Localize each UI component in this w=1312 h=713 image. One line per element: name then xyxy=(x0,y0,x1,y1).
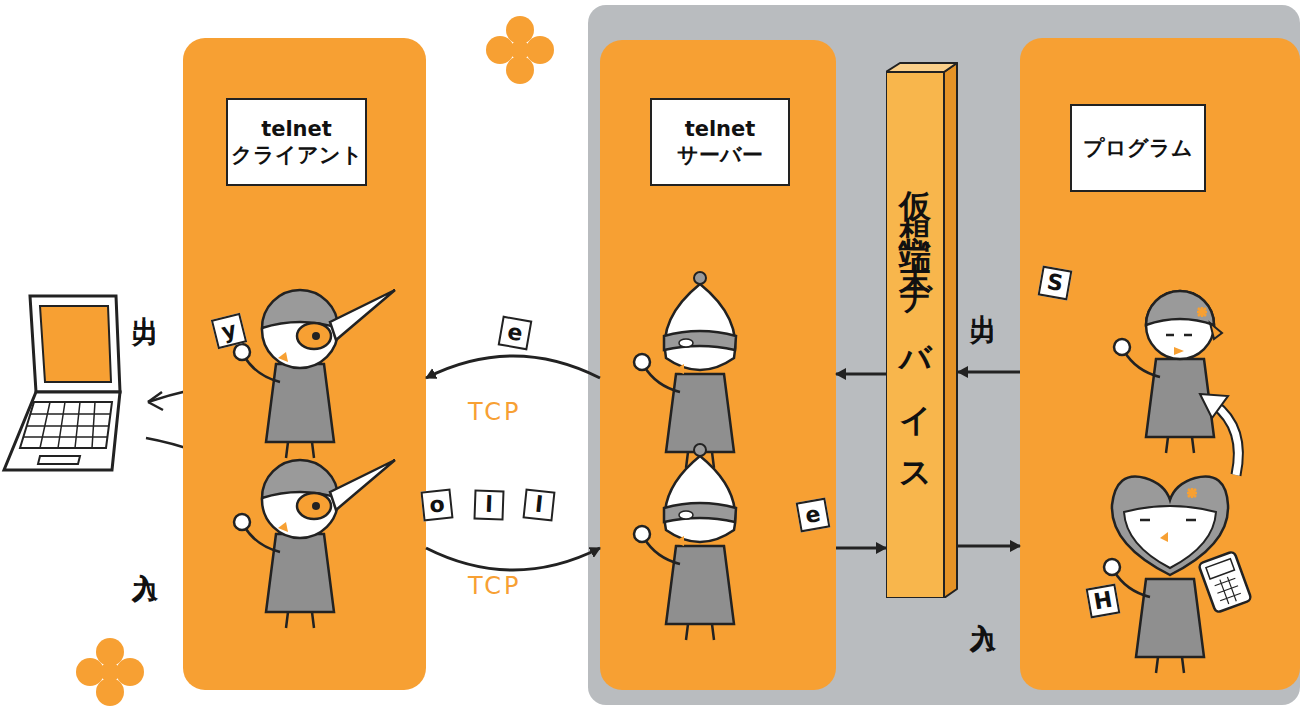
laptop-part xyxy=(20,402,112,448)
server-output-figure-part xyxy=(634,354,734,468)
server-output-figure xyxy=(634,272,736,468)
decor-asterisk-part xyxy=(96,638,124,666)
decor-asterisk-part xyxy=(486,36,514,64)
decor-asterisk-part xyxy=(116,658,144,686)
program-input-figure-part xyxy=(1187,488,1197,498)
server-input-figure xyxy=(634,444,736,640)
decor-asterisk xyxy=(76,638,144,706)
edge-label: TCP xyxy=(468,572,521,600)
server-host-panel xyxy=(588,5,1300,705)
laptop xyxy=(4,296,120,470)
program-input-figure-part xyxy=(1206,559,1235,579)
laptop-part xyxy=(30,296,120,392)
laptop-part xyxy=(23,402,110,448)
edge-label: TCP xyxy=(468,398,521,426)
flow-arrow xyxy=(426,356,600,378)
laptop-part xyxy=(40,306,111,382)
client-output-figure-part xyxy=(234,344,334,458)
program-band: プログラム xyxy=(1020,38,1300,690)
band-heading: telnet クライアント xyxy=(226,98,367,186)
program-input-figure-part xyxy=(1124,506,1216,568)
decor-asterisk-part xyxy=(76,658,104,686)
decor-asterisk-part xyxy=(510,40,530,60)
edge-label: 出力 xyxy=(966,294,1001,302)
client-input-figure-part xyxy=(262,460,395,538)
decor-asterisk-part xyxy=(506,56,534,84)
process-flow-arrow-part xyxy=(1214,404,1238,475)
laptop-io-arrows-part xyxy=(148,392,163,410)
program-input-figure-part xyxy=(1160,532,1168,542)
program-output-figure-part xyxy=(1146,291,1222,359)
edge-label: 入力 xyxy=(966,602,1001,610)
flow-arrow xyxy=(958,545,1020,548)
io-label: 出力 xyxy=(128,296,163,304)
program-output-figure-part xyxy=(1114,339,1214,453)
program-input-figure-part xyxy=(1112,477,1228,575)
pillar-face xyxy=(944,63,957,598)
character-card: e xyxy=(498,316,533,351)
client-output-figure-part xyxy=(262,290,395,368)
process-flow-arrow-part xyxy=(1214,404,1238,475)
decor-asterisk xyxy=(486,16,554,84)
virtual-terminal-device: 仮想端末デバイス xyxy=(886,62,958,598)
character-card: l xyxy=(473,489,504,520)
flow-arrow xyxy=(836,373,886,376)
decor-asterisk-part xyxy=(526,36,554,64)
decor-asterisk-part xyxy=(100,662,120,682)
client-output-figure xyxy=(234,290,395,458)
pillar-face xyxy=(886,72,944,598)
program-input-figure-part xyxy=(1140,519,1196,522)
client-band: telnet クライアント xyxy=(183,38,426,690)
decor-asterisk-part xyxy=(96,678,124,706)
decor-asterisk-part xyxy=(506,16,534,44)
program-input-figure-part xyxy=(1198,551,1251,613)
program-output-figure xyxy=(1114,291,1222,453)
band-heading: プログラム xyxy=(1070,104,1206,192)
server-output-figure-part xyxy=(664,272,736,374)
process-flow-arrow xyxy=(1200,394,1238,475)
server-band: telnet サーバー xyxy=(600,40,836,690)
device-label: 仮想端末デバイス xyxy=(886,76,944,592)
character-card: l xyxy=(523,489,556,522)
flow-arrow xyxy=(426,548,600,570)
client-input-figure xyxy=(234,460,395,628)
flow-arrow xyxy=(958,371,1020,374)
flow-arrow xyxy=(836,547,886,550)
client-input-figure-part xyxy=(234,514,334,628)
io-label: 入力 xyxy=(128,552,163,560)
program-input-figure xyxy=(1104,477,1252,673)
laptop-part xyxy=(4,392,120,470)
pillar-face xyxy=(886,63,957,72)
program-input-figure-part xyxy=(1104,559,1204,673)
process-flow-arrow-part xyxy=(1200,394,1228,418)
laptop-part xyxy=(38,456,80,464)
program-input-figure-part xyxy=(1213,574,1243,606)
band-heading: telnet サーバー xyxy=(650,98,790,186)
server-input-figure-part xyxy=(634,526,734,640)
server-input-figure-part xyxy=(664,444,736,546)
